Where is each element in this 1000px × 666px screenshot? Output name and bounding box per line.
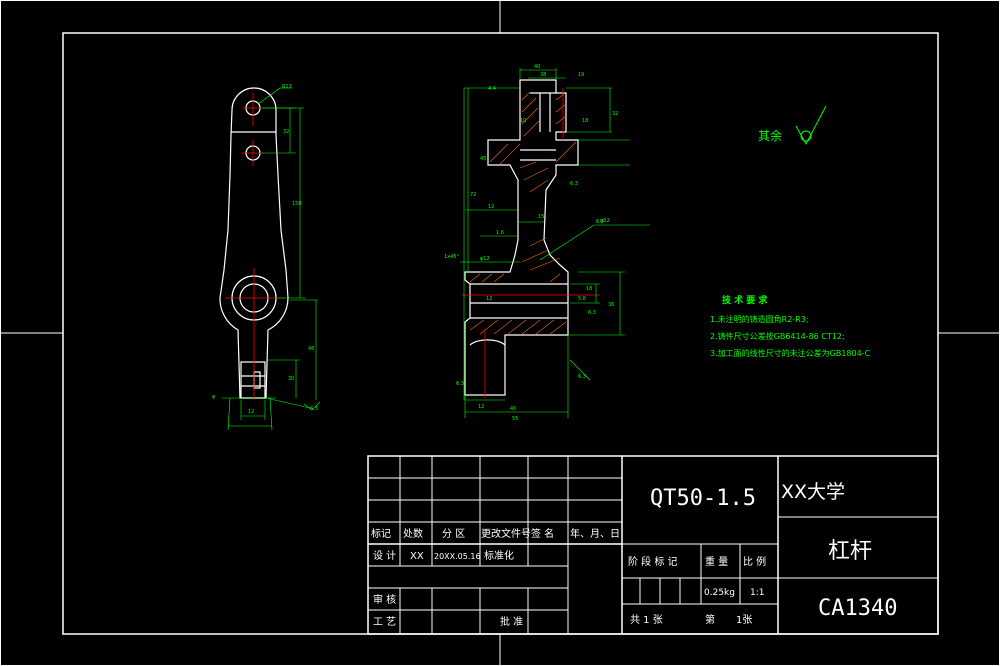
tech-req-item: 2.铸件尺寸公差按GB6414-86 CT12;: [710, 331, 845, 341]
tech-req-title: 技 术 要 求: [722, 294, 768, 306]
rev-header-count: 处数: [403, 527, 423, 540]
dim-chamfer: 1x45°: [444, 254, 460, 260]
roughness-symbol-icon: [795, 105, 827, 146]
dim-72: 72: [470, 192, 476, 198]
dim-48: 48: [308, 346, 314, 352]
rev-header-signature: 签 名: [531, 527, 554, 540]
school-name: XX大学: [781, 481, 845, 503]
dim-30: 30: [288, 376, 294, 382]
sheet-label: 第: [705, 613, 715, 626]
left-view-dimension-labels: R13 32 158 48 30 12 6.3 φ: [212, 84, 318, 415]
section-hatching: [469, 91, 577, 335]
part-name: 杠杆: [828, 539, 872, 564]
dim-12-c: 12: [478, 404, 484, 410]
dim-32b: 32: [612, 111, 618, 117]
dim-12: 12: [248, 409, 254, 415]
dim-158: 158: [292, 201, 302, 207]
dim-32: 32: [283, 129, 289, 135]
dim-6-3-e: 6.3: [578, 374, 586, 380]
dim-phi12: φ12: [480, 256, 490, 262]
dim-1-6: 1.6: [496, 230, 504, 236]
dim-6-3-c: 6.3: [588, 310, 596, 316]
rev-header-date: 年、月、日: [570, 527, 620, 540]
roughness-note: 其余: [758, 105, 827, 146]
dim-6-3-a: 6.3: [570, 181, 578, 187]
review-label: 审 核: [373, 593, 396, 606]
lever-section-view: 40 38 19 32 4.4 10 18 45 6.3 12 15 1.6 6…: [444, 64, 650, 422]
weight-label: 重 量: [705, 555, 728, 568]
scale-value: 1:1: [750, 588, 764, 598]
section-dimension-labels: 40 38 19 32 4.4 10 18 45 6.3 12 15 1.6 6…: [444, 64, 618, 422]
rev-header-zone: 分 区: [442, 528, 465, 540]
designer-label: 设 计: [373, 549, 396, 562]
dim-phi: φ: [212, 394, 216, 400]
designer-row: 设 计 XX 20XX.05.16 标准化: [373, 549, 514, 562]
dim-12-b: 12: [486, 296, 492, 302]
sheets-total: 共 1 张: [630, 614, 663, 626]
standardize-label: 标准化: [484, 549, 514, 562]
dim-r13: R13: [282, 84, 292, 90]
dim-6-3-d: 6.3: [456, 381, 464, 387]
dim-40: 40: [534, 64, 540, 70]
dim-5-8: 5.8: [578, 296, 586, 302]
dim-45: 45: [480, 156, 486, 162]
drawing-number: CA1340: [818, 596, 897, 621]
rev-header-change-doc: 更改文件号: [481, 527, 531, 540]
dim-15: 15: [538, 214, 544, 220]
tech-req-item: 1.未注明的铸造圆角R2-R3;: [710, 314, 809, 324]
dim-19: 19: [578, 72, 584, 78]
rev-header-mark: 标记: [371, 528, 391, 540]
dim-36: 36: [608, 302, 614, 308]
dim-12-a: 12: [488, 204, 494, 210]
scale-label: 比 例: [743, 555, 766, 568]
designer-value: XX: [410, 551, 424, 562]
revision-header-row: 标记 处数 分 区 更改文件号 签 名 年、月、日: [371, 527, 620, 540]
dim-18-b: 18: [586, 286, 592, 292]
dim-4-4: 4.4: [488, 86, 496, 92]
dim-6-3: 6.3: [310, 406, 318, 412]
dim-18: 18: [582, 118, 588, 124]
technical-requirements: 技 术 要 求 1.未注明的铸造圆角R2-R3; 2.铸件尺寸公差按GB6414…: [710, 294, 871, 358]
dim-40-b: 40: [510, 406, 516, 412]
dim-phi32: φ32: [600, 218, 610, 224]
design-date: 20XX.05.16: [434, 552, 481, 561]
lever-side-view: R13 32 158 48 30 12 6.3 φ: [212, 84, 321, 431]
material-value: QT50-1.5: [650, 486, 756, 511]
weight-value: 0.25kg: [704, 588, 735, 598]
process-label: 工 艺: [373, 616, 396, 628]
tech-req-item: 3.加工面的线性尺寸的未注公差为GB1804-C: [710, 348, 871, 358]
dim-6-3-b: 6.3: [596, 219, 604, 225]
roughness-label: 其余: [758, 128, 782, 143]
title-block: QT50-1.5 XX大学 杠杆 CA1340 标记 处数 分 区 更改文件号 …: [367, 455, 939, 635]
dim-10: 10: [520, 118, 526, 124]
dim-55: 55: [512, 416, 518, 422]
sheet-number: 1张: [736, 614, 752, 626]
dim-38: 38: [540, 72, 546, 78]
stage-label: 阶 段 标 记: [628, 555, 678, 568]
approve-label: 批 准: [500, 615, 523, 628]
